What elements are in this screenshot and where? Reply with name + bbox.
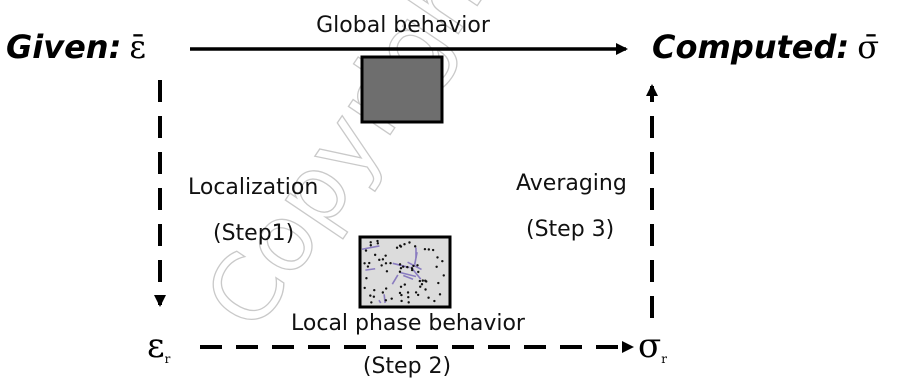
material-fibers	[361, 245, 422, 304]
fiber-mark	[383, 294, 386, 304]
given-label: Given:ε̄	[6, 28, 146, 66]
particle-dot	[390, 297, 393, 300]
local-phase-label: Local phase behavior	[291, 311, 526, 336]
fiber-mark	[413, 252, 418, 265]
particle-dot	[403, 243, 406, 246]
particle-dot	[400, 293, 403, 297]
particle-dot	[365, 277, 368, 280]
averaging-step-label: (Step 3)	[526, 217, 614, 242]
particle-dot	[376, 242, 380, 245]
particle-dot	[398, 291, 402, 295]
particle-dot	[406, 265, 409, 269]
particle-dot	[381, 291, 385, 294]
local-material-box	[358, 235, 452, 309]
particle-dot	[433, 299, 436, 303]
particle-dot	[380, 264, 383, 267]
particle-dot	[398, 244, 402, 247]
particle-dot	[363, 286, 366, 290]
particle-dot	[418, 279, 422, 283]
particle-dot	[408, 241, 411, 244]
particle-dot	[401, 265, 405, 268]
particle-dot	[369, 241, 372, 244]
particle-dot	[376, 239, 379, 243]
localization-step-label: (Step1)	[213, 221, 294, 246]
local-stress-symbol: σr	[638, 326, 667, 366]
particle-dot	[406, 291, 410, 294]
particle-dot	[419, 285, 422, 288]
particle-dot	[438, 293, 442, 296]
particle-dot	[381, 258, 385, 261]
particle-dot	[423, 247, 427, 251]
particle-dot	[403, 283, 407, 286]
particle-dot	[368, 261, 371, 265]
particle-dot	[424, 279, 427, 282]
particle-dot	[421, 279, 424, 282]
particle-dot	[384, 287, 388, 290]
particle-dot	[373, 288, 376, 292]
particle-dot	[372, 295, 376, 298]
copyright-watermark: Copyright	[185, 0, 525, 347]
particle-dot	[364, 249, 368, 252]
particle-dot	[363, 262, 366, 265]
particle-dot	[414, 291, 418, 294]
localization-label: Localization	[188, 175, 318, 200]
particle-dot	[398, 270, 402, 273]
particle-dot	[384, 254, 387, 257]
particle-dot	[373, 253, 377, 257]
particle-dot	[389, 261, 392, 265]
particle-dot	[410, 268, 414, 272]
particle-dot	[427, 296, 430, 299]
particle-dot	[420, 283, 424, 286]
particle-dot	[427, 248, 431, 251]
particle-dot	[407, 295, 410, 299]
particle-dot	[407, 301, 410, 304]
particle-dot	[399, 285, 403, 289]
global-behavior-label: Global behavior	[316, 13, 491, 38]
fiber-mark	[399, 271, 417, 278]
particle-dot	[412, 264, 415, 268]
particle-dot	[417, 270, 420, 274]
particle-dot	[384, 299, 388, 302]
particle-dot	[366, 265, 370, 268]
averaging-label: Averaging	[516, 171, 627, 196]
particle-dot	[384, 262, 388, 265]
particle-dot	[399, 267, 403, 270]
particle-dot	[416, 264, 419, 267]
particle-dot	[395, 246, 399, 249]
fiber-mark	[365, 267, 376, 271]
particle-dot	[378, 258, 381, 262]
fiber-mark	[402, 274, 414, 280]
particle-dot	[410, 267, 414, 270]
particle-dot	[424, 288, 427, 291]
computed-label: Computed:σ̄	[652, 28, 879, 66]
particle-dot	[437, 281, 440, 285]
fiber-mark	[361, 245, 380, 251]
fiber-mark	[378, 299, 382, 304]
particle-dot	[400, 299, 403, 303]
particle-dot	[431, 248, 435, 252]
particle-dot	[442, 274, 445, 277]
particle-dot	[436, 256, 439, 259]
fiber-mark	[391, 274, 399, 285]
local-strain-symbol: εr	[147, 326, 171, 366]
local-phase-step-label: (Step 2)	[363, 354, 451, 378]
particle-dot	[369, 294, 372, 297]
particle-dot	[416, 293, 420, 297]
particle-dot	[398, 263, 402, 266]
global-material-box	[360, 55, 444, 124]
particle-dot	[441, 259, 444, 263]
material-particles	[363, 239, 445, 304]
particle-dot	[435, 265, 438, 268]
particle-dot	[413, 245, 417, 248]
particle-dot	[385, 270, 389, 273]
particle-dot	[370, 301, 373, 304]
particle-dot	[369, 244, 372, 247]
